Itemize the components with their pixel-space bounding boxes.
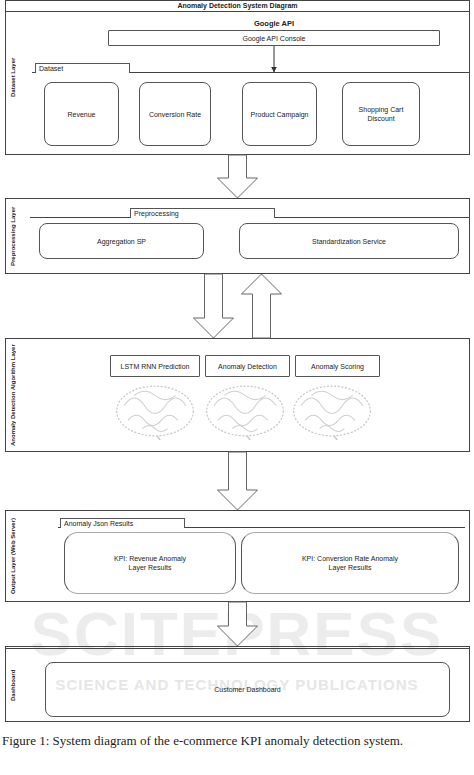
block-arrow xyxy=(242,274,282,338)
kpi-box: Product Campaign xyxy=(242,82,317,146)
box-label: Shopping Cart Discount xyxy=(343,105,419,123)
algorithm-box: LSTM RNN Prediction xyxy=(110,355,200,377)
box-label: Standardization Service xyxy=(309,237,389,246)
layer-band: Output Layer (Web Server) Anomaly Json Re… xyxy=(5,510,470,602)
result-box: KPI: Conversion Rate Anomaly Layer Resul… xyxy=(241,532,459,594)
box-label: Anomaly Detection xyxy=(215,362,280,371)
layer-label: Dataset Layer xyxy=(7,1,19,154)
dashboard-box: Customer Dashboard xyxy=(45,662,450,717)
box-label: Revenue xyxy=(64,110,98,119)
layer-label: Preprocessing Layer xyxy=(7,199,19,273)
algorithm-box: Anomaly Detection xyxy=(205,355,290,377)
group-box: DatasetRevenueConversion RateProduct Cam… xyxy=(32,72,470,150)
result-box: KPI: Revenue Anomaly Layer Results xyxy=(64,532,236,594)
group-label: Dataset xyxy=(35,63,130,73)
watermark: SCITEPRESS xyxy=(0,598,474,669)
box-label: Anomaly Scoring xyxy=(308,362,367,371)
layer-band: Dataset LayerGoogle APIGoogle API Consol… xyxy=(5,0,470,155)
group-box: Anomaly Json ResultsKPI: Revenue Anomaly… xyxy=(58,527,465,599)
box-label: Product Campaign xyxy=(248,110,312,119)
kpi-box: Conversion Rate xyxy=(139,82,211,146)
layer-band: DashboardCustomer Dashboard xyxy=(5,646,470,722)
diagram-title: Anomaly Detection System Diagram xyxy=(5,0,470,12)
layer-band: Anomaly Detection Algorithm Layer LSTM RN… xyxy=(5,338,470,452)
layer-label: Output Layer (Web Server) xyxy=(7,511,19,601)
group-box: PreprocessingAggregation SPStandardizati… xyxy=(30,217,470,267)
box-label: Google API Console xyxy=(239,34,308,43)
block-arrow xyxy=(218,452,258,510)
brain-illustration xyxy=(294,386,371,440)
api-box: Google APIGoogle API Console xyxy=(108,30,440,46)
kpi-box: Revenue xyxy=(44,82,119,146)
brain-illustration xyxy=(207,386,284,440)
box-label: KPI: Revenue Anomaly Layer Results xyxy=(102,554,198,572)
block-arrow xyxy=(194,274,234,338)
group-label: Preprocessing xyxy=(130,208,275,218)
box-label: LSTM RNN Prediction xyxy=(118,362,193,371)
flow-arrow xyxy=(274,46,275,72)
box-label: Customer Dashboard xyxy=(211,685,284,694)
brain-illustration xyxy=(117,386,194,440)
layer-label: Anomaly Detection Algorithm Layer xyxy=(7,339,19,451)
figure-caption: Figure 1: System diagram of the e-commer… xyxy=(2,733,472,748)
process-box: Aggregation SP xyxy=(39,223,204,259)
process-box: Standardization Service xyxy=(239,223,459,259)
group-label: Anomaly Json Results xyxy=(60,518,185,528)
box-heading: Google API xyxy=(109,19,439,28)
algorithm-box: Anomaly Scoring xyxy=(295,355,380,377)
kpi-box: Shopping Cart Discount xyxy=(342,82,420,146)
box-label: Conversion Rate xyxy=(146,110,204,119)
box-label: KPI: Conversion Rate Anomaly Layer Resul… xyxy=(292,554,408,572)
layer-label: Dashboard xyxy=(7,649,19,721)
box-label: Aggregation SP xyxy=(94,237,149,246)
block-arrow xyxy=(218,155,258,198)
layer-band: Preprocessing LayerPreprocessingAggregat… xyxy=(5,198,470,274)
